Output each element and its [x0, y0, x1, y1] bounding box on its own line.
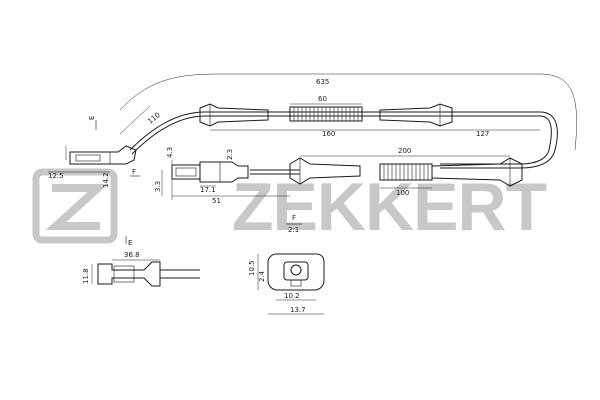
top-corrugated-sleeve	[289, 106, 363, 122]
connector-plug: 17.1 4.3 2.3 3.3	[154, 147, 249, 200]
dim-conn-small: 4.3	[166, 147, 174, 158]
dim-bottom-span: 100	[396, 189, 409, 197]
dim-face-height: 10.5	[248, 260, 256, 276]
dim-side-height: 11.8	[82, 268, 90, 284]
dim-sleeve-bottom: 200	[398, 147, 411, 155]
face-view: F 2:1 10.5 2.4 10.2 13.7	[248, 214, 325, 315]
dim-bottom: 200 100 51	[172, 147, 510, 205]
dim-right-bend: 127	[476, 130, 489, 138]
dim-face-inner: 2.4	[258, 270, 266, 282]
marker-e-top: E	[88, 116, 96, 120]
dim-total-length: 635	[316, 78, 329, 86]
dim-face-width-outer: 13.7	[290, 306, 306, 314]
marker-f-mid: F	[132, 168, 136, 176]
side-view: 36.8 11.8	[82, 251, 200, 287]
marker-f-scale: 2:1	[288, 226, 299, 234]
dim-head-width: 12.5	[48, 172, 64, 180]
top-grommet-right	[379, 103, 453, 127]
dim-pin-height: 3.3	[154, 181, 162, 192]
dim-conn-height: 2.3	[226, 149, 234, 160]
top-grommet-left	[199, 103, 269, 127]
dim-sleeve-top: 60	[318, 95, 327, 103]
bottom-grommet-right	[431, 157, 523, 187]
marker-f-face: F	[292, 214, 296, 222]
dim-face-width-inner: 10.2	[284, 292, 300, 300]
dim-top-span: 160	[322, 130, 335, 138]
dim-conn-len: 17.1	[200, 186, 216, 194]
bottom-cable	[250, 169, 300, 175]
dim-top: 60 160 127 635 110	[119, 78, 540, 138]
sensor-head: 12.5 14.2	[48, 145, 137, 188]
dim-bend-left: 110	[146, 111, 161, 126]
section-markers: E E F	[88, 116, 140, 247]
zekkert-logo: ZEKKERT	[32, 168, 548, 245]
dim-side-len: 36.8	[124, 251, 140, 259]
bottom-grommet-left	[289, 157, 361, 185]
dim-head-height: 14.2	[102, 172, 110, 188]
sensor-cable	[119, 73, 577, 169]
marker-e-bottom: E	[128, 239, 132, 247]
dim-mid-span: 51	[212, 197, 221, 205]
logo-wordmark: ZEKKERT	[232, 169, 547, 245]
